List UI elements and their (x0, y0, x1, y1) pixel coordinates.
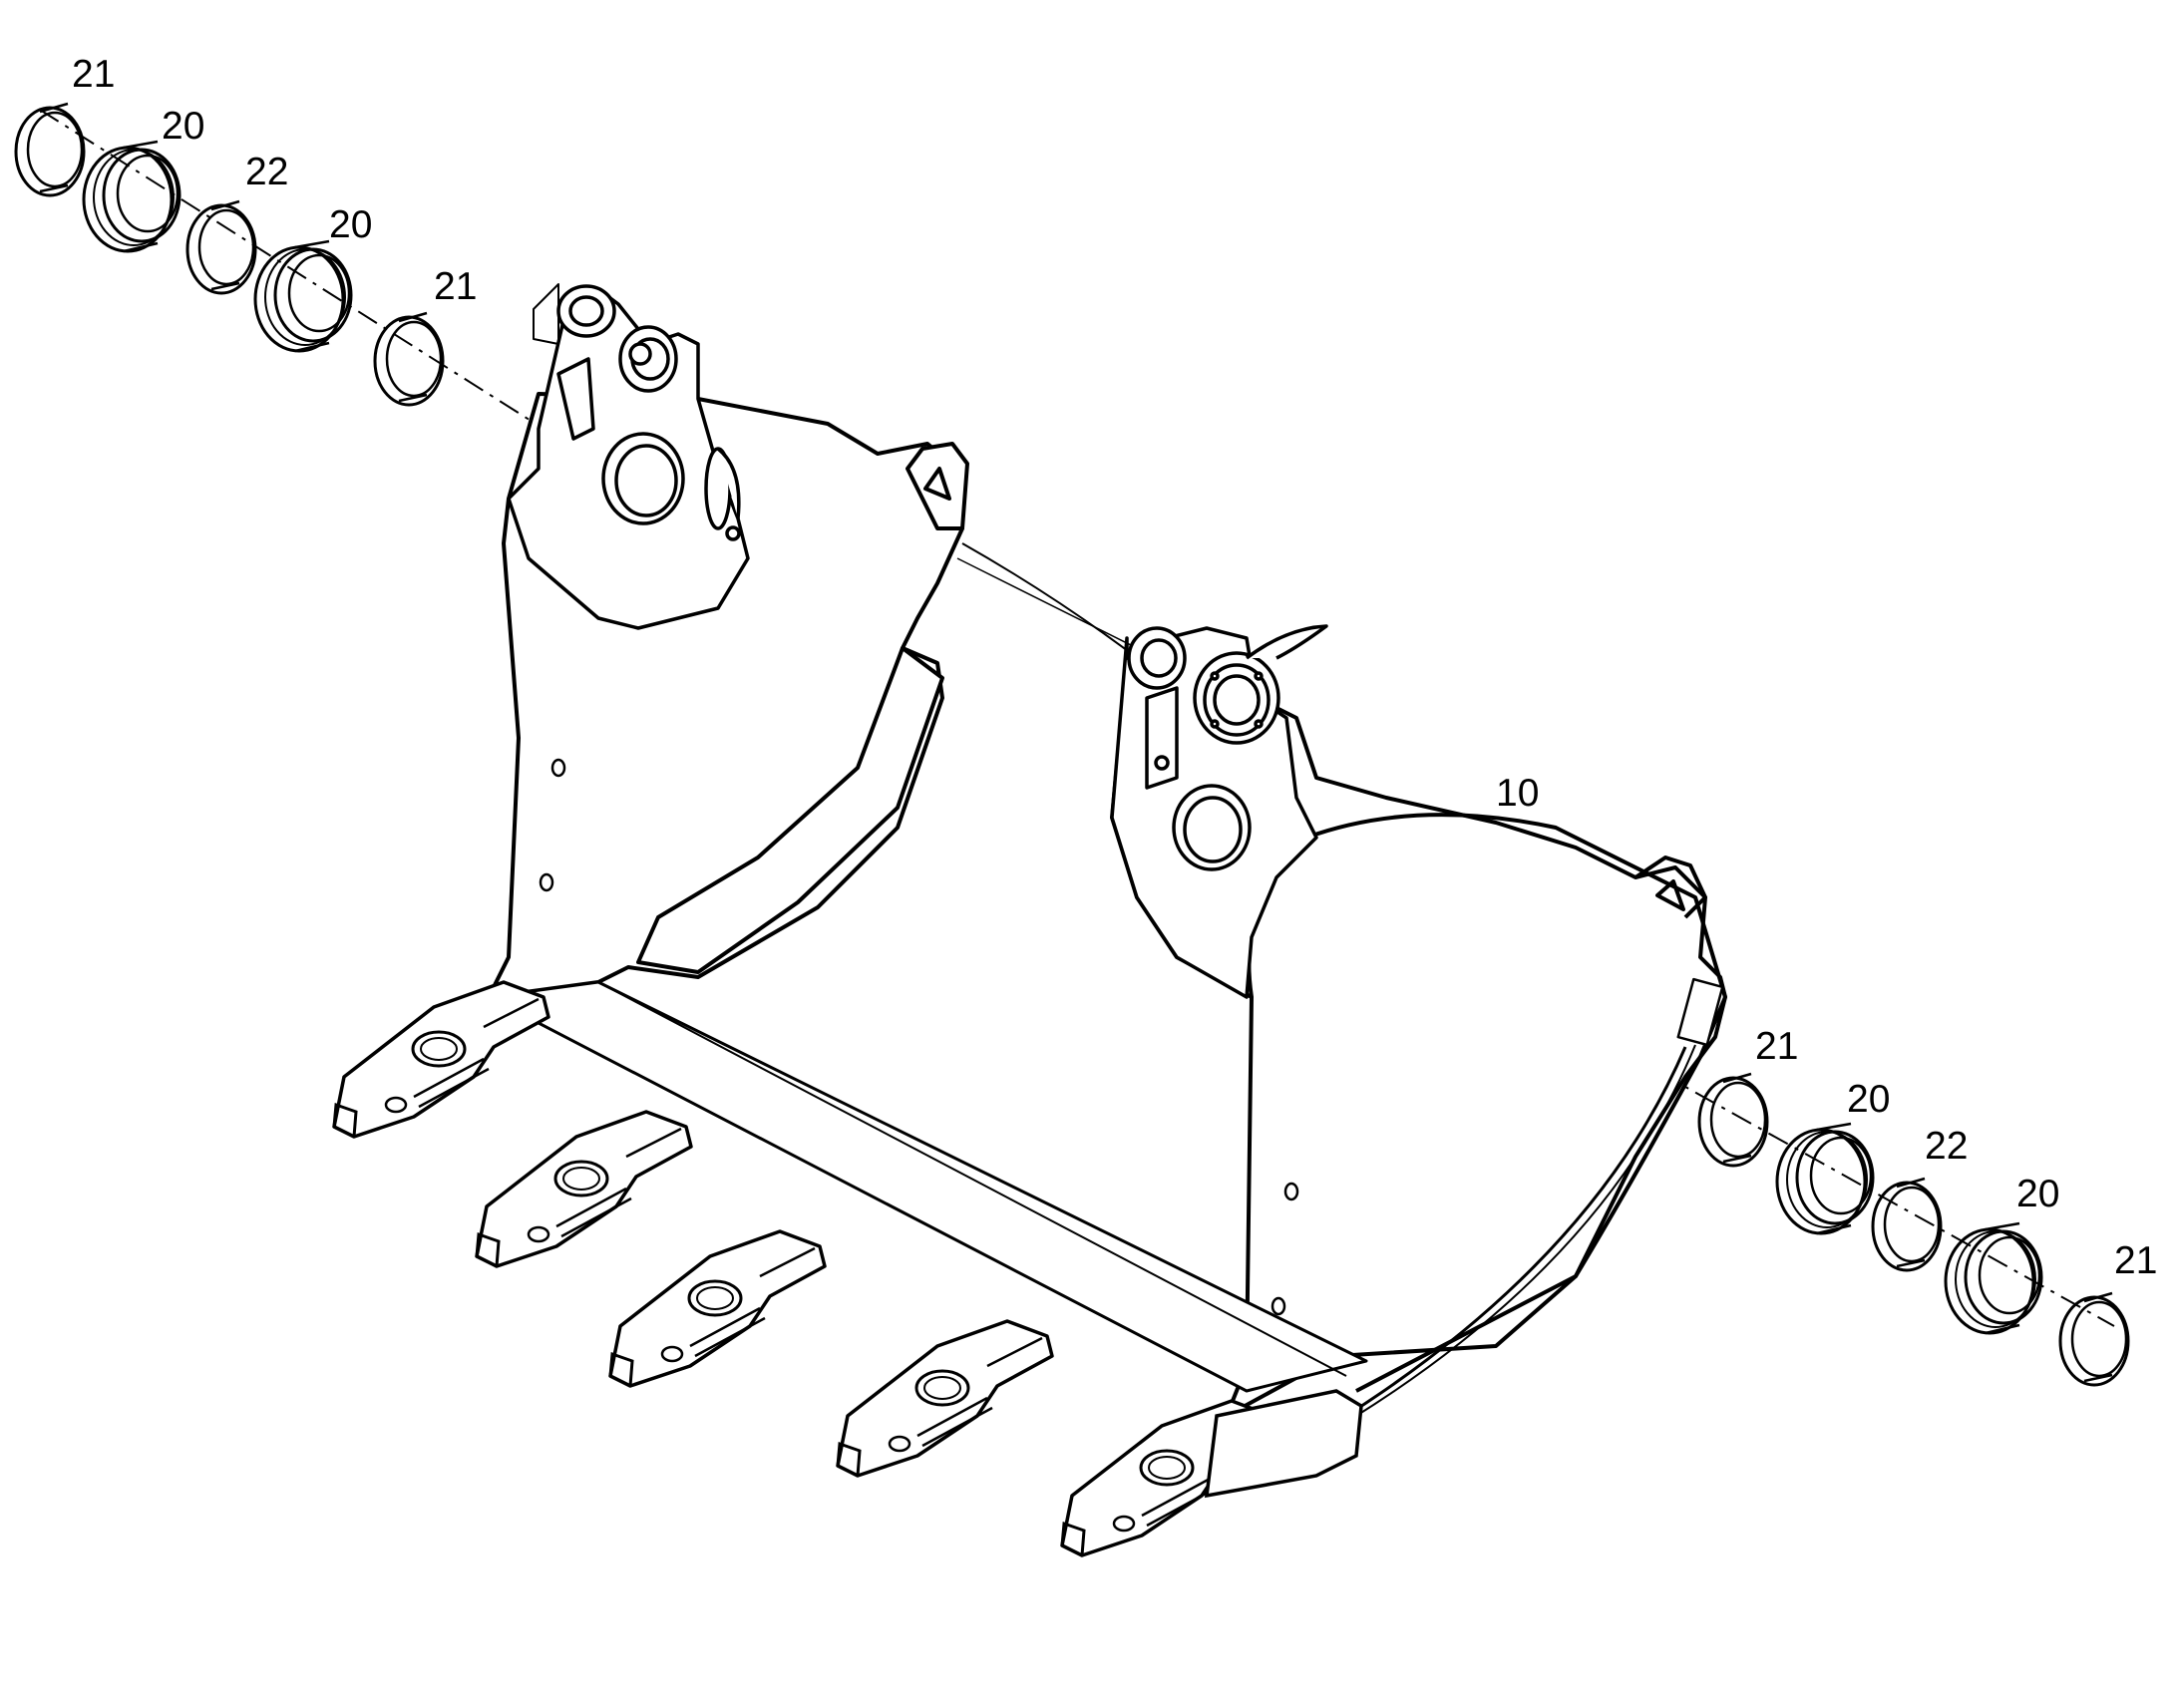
left-bushing-outer (82, 140, 182, 253)
left-spacer (185, 199, 257, 295)
left-bushing-inner (253, 239, 353, 353)
right-ring-inner (1697, 1072, 1769, 1168)
left-ring-outer (14, 102, 86, 197)
left-hinge-boss (507, 283, 750, 630)
tooth-3 (608, 1229, 827, 1388)
end-adapter (1204, 1389, 1363, 1499)
tooth-2 (475, 1110, 693, 1268)
callout-right-2: 20 (1847, 1078, 1890, 1121)
right-bushing-inner (1775, 1122, 1875, 1235)
callout-left-4: 20 (329, 203, 372, 246)
callout-right-4: 20 (2016, 1173, 2059, 1215)
left-pin-axis (39, 109, 545, 430)
tooth-4 (836, 1319, 1054, 1478)
right-hinge-boss (1110, 624, 1328, 999)
side-holes (539, 758, 1299, 1316)
callout-left-3: 22 (245, 151, 288, 193)
callout-main: 10 (1496, 772, 1539, 815)
left-pin-hardware (14, 102, 445, 407)
right-pin-hardware (1697, 1072, 2130, 1387)
callout-left-2: 20 (162, 105, 204, 148)
callout-right-3: 22 (1925, 1125, 1968, 1168)
callout-labels: 21 20 22 20 21 10 21 20 22 20 21 (72, 53, 2157, 1282)
right-ring-outer (2058, 1291, 2130, 1387)
callout-right-5: 21 (2114, 1239, 2157, 1282)
callout-right-1: 21 (1755, 1025, 1798, 1068)
tooth-1 (332, 980, 550, 1139)
callout-left-1: 21 (72, 53, 115, 96)
callout-left-5: 21 (434, 265, 477, 308)
